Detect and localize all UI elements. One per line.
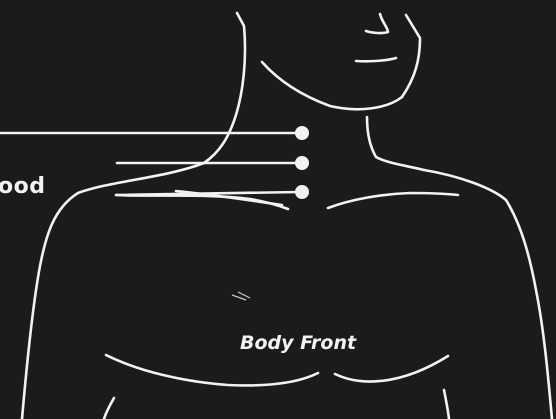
right-shoulder-outline [424,170,552,419]
marker-dot-middle [295,156,309,170]
right-collarbone [328,193,458,208]
marker-dot-top [295,126,309,140]
neck-right-outline [367,117,424,170]
nose-line [366,14,388,33]
mouth-line [356,58,396,61]
marker-dot-bottom [295,185,309,199]
lower-right-outline [444,390,449,419]
chin-outline [402,15,420,97]
left-pectoral-outline [106,355,318,385]
food-label: ood [0,174,45,199]
jaw-outline [262,62,402,109]
sternum-mark [232,292,250,300]
neck-left-outline [204,13,245,163]
left-shoulder-outline [22,163,204,419]
lower-arm-outline [104,398,114,419]
body-front-label: Body Front [240,332,356,354]
right-pectoral-outline [335,356,448,381]
pointer-line-bottom [116,192,300,195]
